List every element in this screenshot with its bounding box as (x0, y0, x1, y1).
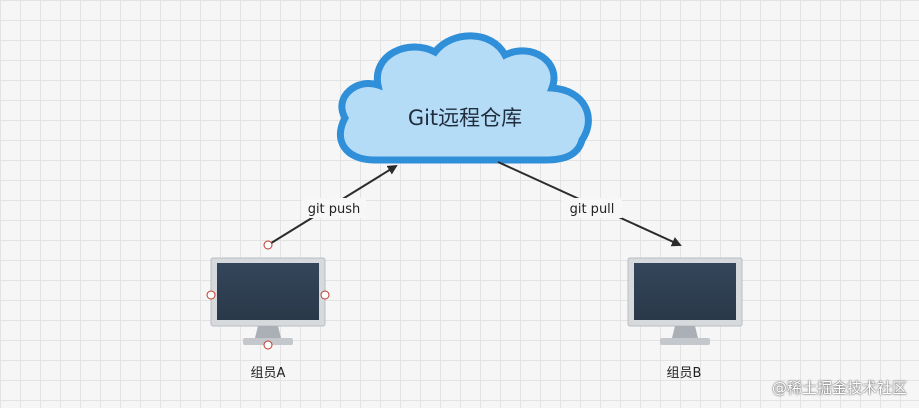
monitor-icon (210, 257, 326, 345)
connection-handle[interactable] (263, 340, 273, 350)
watermark-text: @稀土掘金技术社区 (771, 379, 907, 397)
edge-git-pull[interactable]: git pull (497, 161, 682, 247)
connection-handle[interactable] (263, 240, 273, 250)
pull-label-background (562, 198, 622, 218)
pull-label: git pull (570, 202, 615, 217)
push-label-background (302, 198, 366, 218)
member-a-label: 组员A (251, 366, 286, 381)
cloud-label: Git远程仓库 (408, 106, 522, 130)
cloud-shape (336, 32, 592, 164)
node-member-b[interactable]: 组员B (627, 257, 743, 381)
monitor-icon (627, 257, 743, 345)
git-remote-repository-cloud[interactable]: Git远程仓库 (336, 32, 592, 164)
node-member-a[interactable]: 组员A (206, 257, 330, 381)
member-b-label: 组员B (667, 366, 702, 381)
connection-handle[interactable] (206, 290, 216, 300)
edge-git-push[interactable]: git push (263, 164, 398, 250)
connection-handle[interactable] (320, 290, 330, 300)
push-label: git push (308, 202, 361, 217)
